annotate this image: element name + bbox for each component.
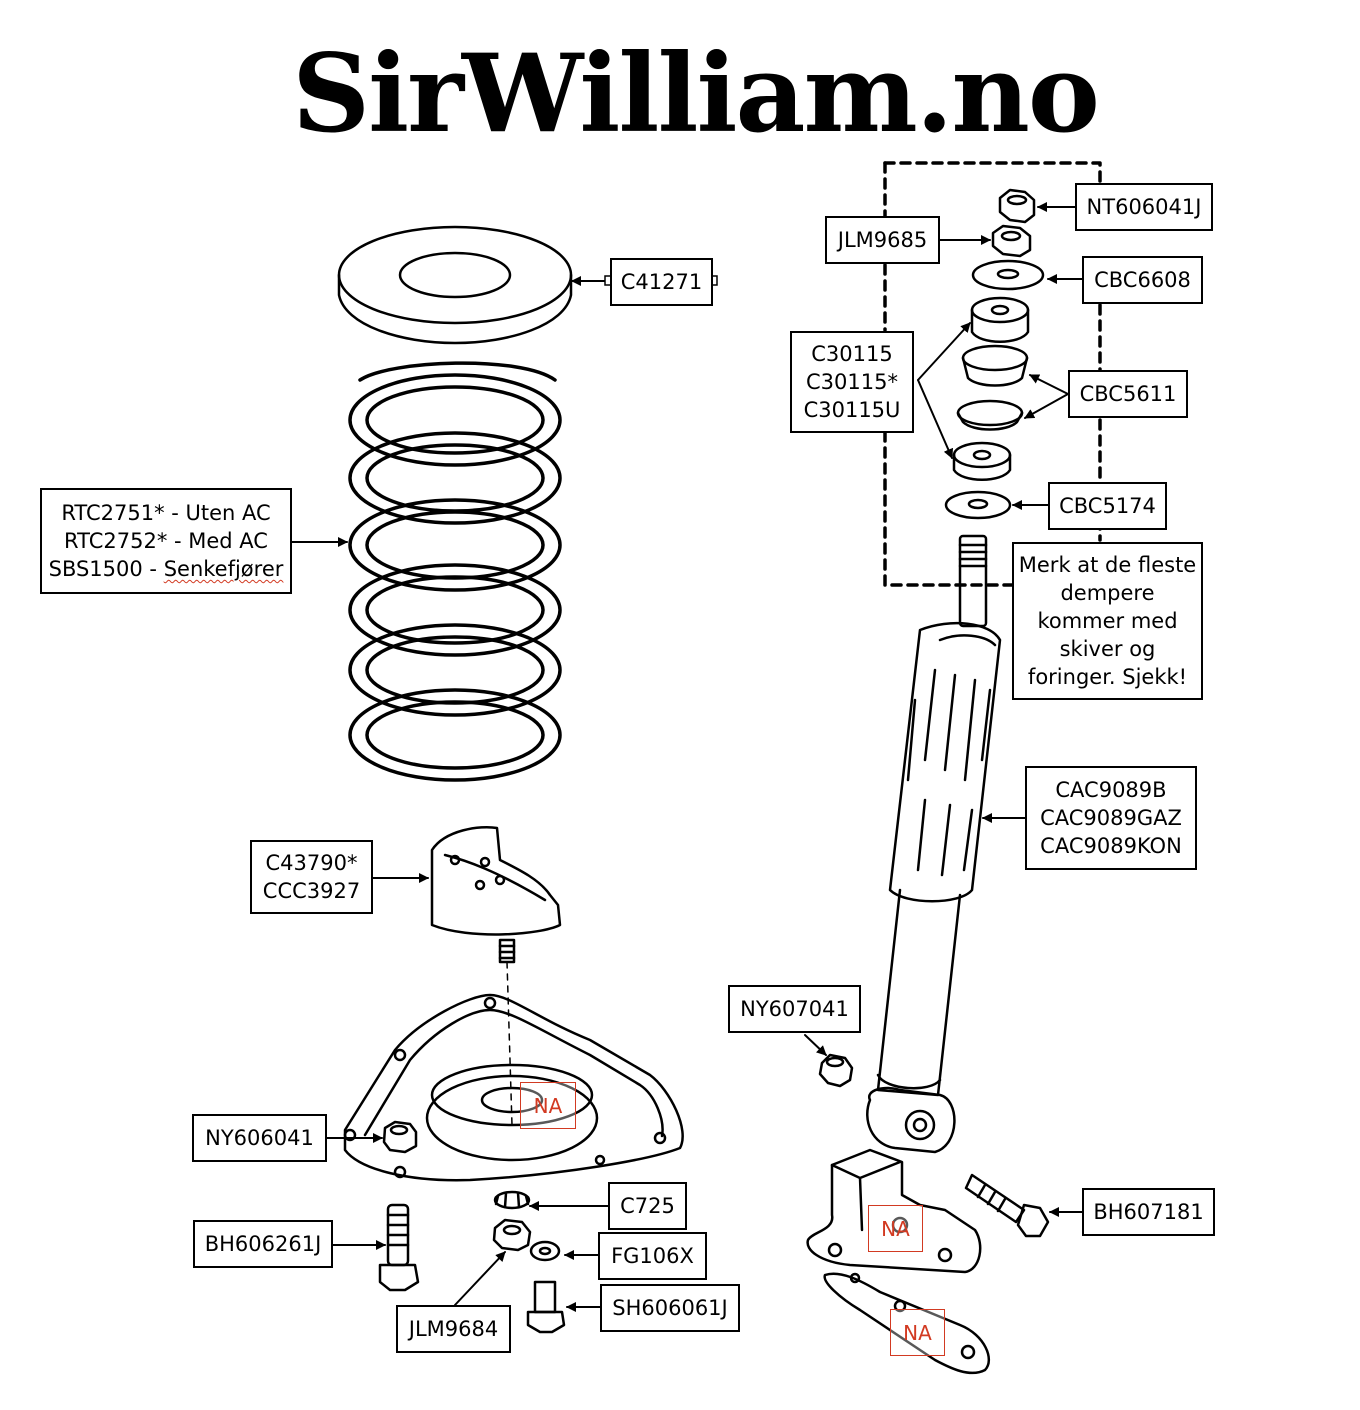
nut-jlm9685: [991, 224, 1032, 258]
spring-washer-fg106x: [529, 1240, 561, 1262]
label-ny607041: NY607041: [728, 985, 861, 1033]
label-spring-line1: RTC2751* - Uten AC: [61, 501, 271, 525]
label-c43790: C43790* CCC3927: [250, 840, 373, 914]
spring-turret-plate: [343, 993, 684, 1182]
na-mark: NA: [520, 1082, 576, 1129]
label-cbc5611: CBC5611: [1068, 370, 1188, 418]
label-ny606041: NY606041: [192, 1114, 327, 1162]
label-spring-line3-prefix: SBS1500 -: [48, 557, 164, 581]
washer-cbc6608: [971, 259, 1045, 291]
cup-upper-cbc5611: [961, 344, 1029, 387]
label-bh607181: BH607181: [1082, 1188, 1215, 1236]
nut-ny607041: [818, 1053, 854, 1088]
coil-spring: [348, 361, 562, 782]
note-box: Merk at de fleste dempere kommer med ski…: [1012, 542, 1203, 700]
label-c30115: C30115 C30115* C30115U: [790, 331, 914, 433]
label-cbc5174: CBC5174: [1048, 482, 1167, 530]
label-nt606041j: NT606041J: [1075, 183, 1213, 231]
bush-upper-c30115: [970, 296, 1030, 343]
leader-lines: [290, 202, 1083, 1312]
label-jlm9684: JLM9684: [396, 1305, 511, 1353]
lower-bracket: [806, 1148, 991, 1375]
na-mark: NA: [890, 1309, 945, 1356]
label-cac9089: CAC9089B CAC9089GAZ CAC9089KON: [1025, 766, 1197, 870]
label-c41271: C41271: [610, 258, 713, 306]
label-sh606061j: SH606061J: [600, 1284, 740, 1332]
nut-ny606041: [382, 1120, 418, 1154]
label-fg106x: FG106X: [598, 1232, 707, 1280]
bump-stop: [430, 826, 562, 1126]
spring-seat-washer: [337, 225, 573, 345]
bush-lower-c30115: [952, 441, 1012, 481]
shakeproof-washer-c725: [493, 1190, 531, 1210]
label-spring-line3-word: Senkefjører: [163, 557, 284, 581]
label-spring-line2: RTC2752* - Med AC: [64, 529, 268, 553]
na-mark: NA: [868, 1205, 923, 1252]
label-cbc6608: CBC6608: [1082, 256, 1203, 304]
label-c725: C725: [608, 1182, 687, 1230]
label-bh606261j: BH606261J: [193, 1220, 333, 1268]
nut-jlm9684: [492, 1218, 532, 1252]
bolt-bh606261j: [378, 1203, 420, 1292]
label-spring: RTC2751* - Uten AC RTC2752* - Med AC SBS…: [40, 488, 292, 594]
bolt-bh607181: [964, 1173, 1050, 1238]
site-logo: SirWilliam.no: [292, 31, 1100, 157]
cup-lower-cbc5611: [956, 399, 1024, 431]
label-spring-line3: SBS1500 - Senkefjører: [49, 555, 284, 583]
screw-sh606061j: [526, 1280, 566, 1334]
washer-cbc5174: [944, 490, 1012, 520]
shock-absorber: [866, 534, 1002, 1154]
nut-nt606041j: [998, 188, 1036, 224]
label-jlm9685: JLM9685: [825, 216, 940, 264]
